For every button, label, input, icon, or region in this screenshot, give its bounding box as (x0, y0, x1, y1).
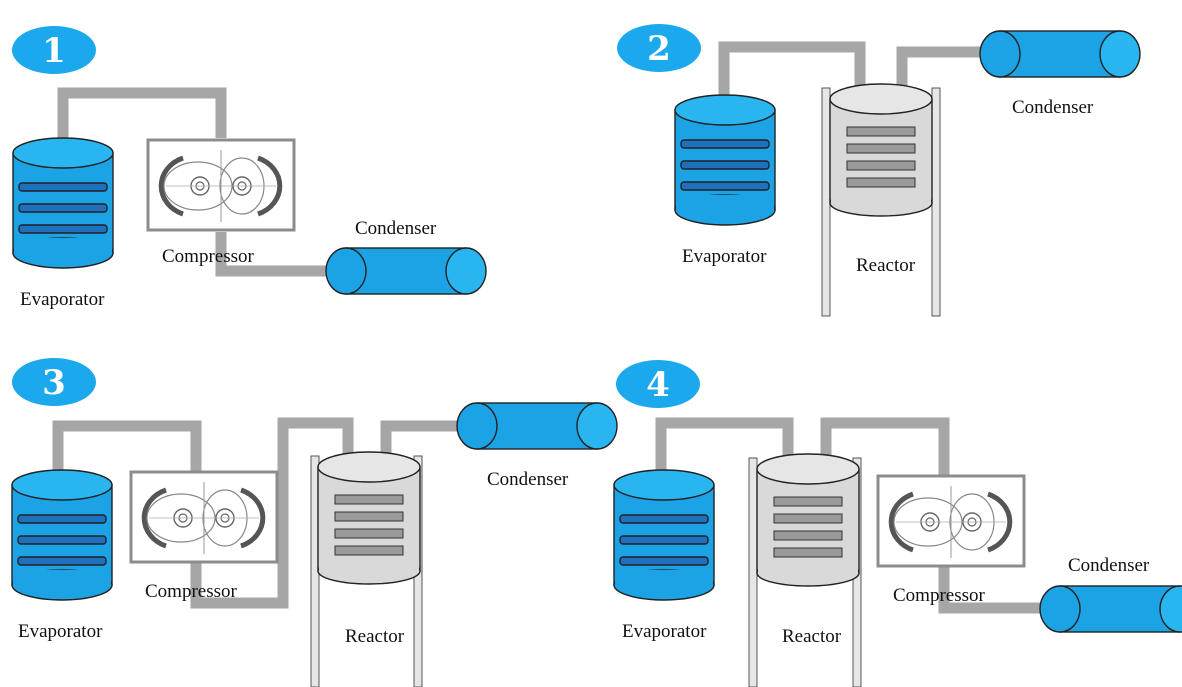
panel-4: 4 Evaporator Reactor Compressor Condense… (613, 360, 1182, 687)
panel-3-evaporator-label: Evaporator (18, 621, 103, 642)
panel-2-reactor-label: Reactor (856, 255, 916, 276)
panel-3-pipe-evaporator-compressor (52, 420, 202, 484)
panel-3-number: 3 (42, 363, 66, 403)
panel-3: 3 Evaporator Compressor Reactor Condense… (11, 358, 618, 687)
panel-2-evaporator (674, 94, 776, 226)
panel-3-compressor-label: Compressor (145, 581, 238, 602)
panel-3-reactor-label: Reactor (345, 626, 405, 647)
panel-2-reactor (829, 83, 933, 217)
panel-3-reactor (317, 451, 421, 585)
panel-2-pipe-reactor-condenser (896, 46, 985, 100)
panel-2-number: 2 (647, 29, 671, 69)
panel-3-pipe-compressor-reactor (190, 417, 354, 609)
panel-1-pipe-compressor-condenser (215, 232, 328, 277)
panel-1-evaporator-label: Evaporator (20, 289, 105, 310)
panel-4-condenser-label: Condenser (1068, 555, 1150, 576)
panel-2-number-badge (617, 24, 701, 72)
panel-4-compressor-label: Compressor (893, 585, 986, 606)
panel-2-evaporator-label: Evaporator (682, 246, 767, 267)
panel-2-condenser (979, 30, 1141, 78)
panel-3-condenser-label: Condenser (487, 469, 569, 490)
panel-1-number-badge (12, 26, 96, 74)
panel-1-number: 1 (42, 31, 66, 71)
panel-1-condenser (325, 247, 487, 295)
panel-4-condenser (1039, 585, 1182, 633)
panel-4-number-badge (616, 360, 700, 408)
panel-1-condenser-label: Condenser (355, 218, 437, 239)
panel-4-pipe-evaporator-reactor (655, 417, 794, 484)
panel-1-compressor (148, 140, 294, 230)
panel-2: 2 Evaporator Reactor Condenser (617, 24, 1141, 317)
panel-1-evaporator (12, 137, 114, 269)
panel-1-compressor-label: Compressor (162, 246, 255, 267)
panel-4-pipe-compressor-condenser (938, 566, 1044, 614)
panel-4-pipe-reactor-compressor (820, 417, 950, 478)
panel-1: 1 Evaporator Compressor Condenser (12, 26, 487, 310)
panel-3-evaporator (11, 469, 113, 601)
panel-3-pipe-reactor-condenser (380, 420, 462, 462)
panel-4-evaporator-label: Evaporator (622, 621, 707, 642)
panel-4-reactor (756, 453, 860, 587)
panel-2-condenser-label: Condenser (1012, 97, 1094, 118)
panel-3-number-badge (12, 358, 96, 406)
panel-4-reactor-label: Reactor (782, 626, 842, 647)
panel-4-number: 4 (646, 365, 670, 405)
panel-2-pipe-evaporator-reactor (718, 41, 866, 108)
panel-3-condenser (456, 402, 618, 450)
panel-3-compressor (131, 472, 277, 562)
panel-4-compressor (878, 476, 1024, 566)
panel-4-evaporator (613, 469, 715, 601)
panel-1-pipe-evaporator-compressor (57, 87, 227, 152)
